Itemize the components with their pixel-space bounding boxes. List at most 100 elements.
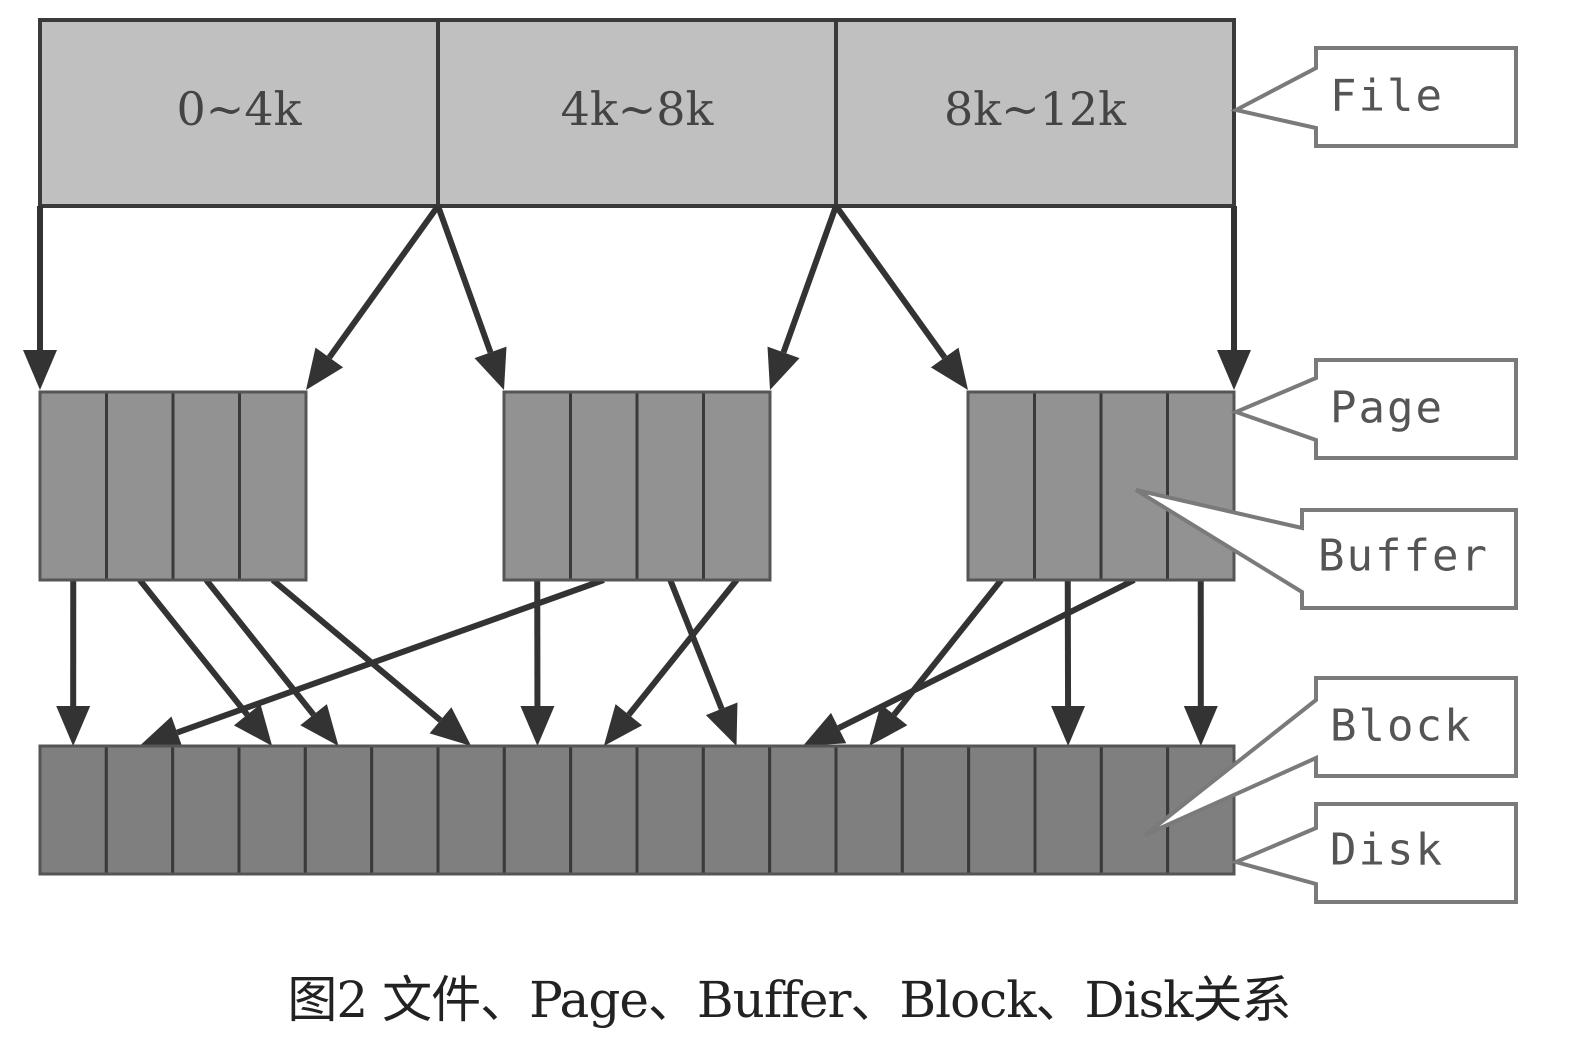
- callout-labels: File Page Buffer Block Disk: [1134, 46, 1518, 904]
- buffer-cell: [1099, 390, 1169, 582]
- arrow-head: [139, 716, 183, 749]
- callout-disk-label: Disk: [1330, 825, 1444, 876]
- arrow-shaft: [137, 578, 250, 717]
- disk-block: [834, 744, 904, 876]
- callout-page-label: Page: [1330, 383, 1444, 434]
- arrow-shaft: [326, 204, 441, 360]
- arrow-head: [233, 704, 273, 746]
- page-outline: [966, 390, 1236, 582]
- disk-block: [38, 744, 108, 876]
- arrow-head: [23, 350, 57, 390]
- mapping-arrow: [802, 577, 1136, 746]
- arrow-shaft: [270, 577, 443, 723]
- arrow-head: [520, 705, 555, 746]
- mapping-arrow: [1217, 206, 1251, 390]
- buffer-cell: [702, 390, 772, 582]
- page-block: [966, 390, 1236, 582]
- buffer-cell: [569, 390, 639, 582]
- mapping-arrow: [137, 578, 273, 746]
- file-segment-label: 4k~8k: [561, 82, 715, 136]
- mapping-arrow: [869, 578, 1004, 746]
- mapping-arrow: [1183, 579, 1218, 746]
- mapping-arrow: [23, 206, 57, 390]
- buffer-cell: [38, 390, 108, 582]
- arrow-head: [306, 347, 344, 390]
- arrow-shaft: [833, 204, 948, 360]
- disk-block: [768, 744, 838, 876]
- callout-file-label: File: [1330, 71, 1444, 122]
- disk-block: [1099, 744, 1170, 876]
- buffer-cell: [635, 390, 705, 582]
- buffer-cell: [1033, 390, 1103, 582]
- disk-block: [104, 744, 175, 876]
- mapping-arrow: [306, 204, 441, 390]
- arrow-head: [930, 347, 968, 390]
- arrow-head: [429, 707, 472, 746]
- mapping-arrow: [603, 578, 740, 746]
- mapping-arrow: [767, 204, 839, 390]
- arrow-head: [802, 712, 847, 746]
- arrow-shaft: [626, 578, 740, 717]
- disk-outline: [38, 744, 1236, 876]
- mapping-arrow: [139, 577, 605, 749]
- buffer-cell: [105, 390, 175, 582]
- disk-block: [303, 744, 374, 876]
- arrow-head: [767, 346, 800, 390]
- mapping-arrow: [833, 204, 968, 390]
- disk-block: [237, 744, 307, 876]
- figure-caption: 图2 文件、Page、Buffer、Block、Disk关系: [287, 971, 1291, 1029]
- buffer-cell: [966, 390, 1036, 582]
- disk-block: [436, 744, 506, 876]
- file-segment: [436, 18, 838, 208]
- arrow-head: [1217, 350, 1251, 390]
- disk-block: [900, 744, 971, 876]
- arrow-head: [474, 346, 507, 390]
- page-block: [38, 390, 308, 582]
- callout-file: File: [1230, 46, 1518, 148]
- callout-buffer: Buffer: [1134, 488, 1518, 610]
- disk-block: [370, 744, 440, 876]
- arrow-head: [869, 704, 908, 746]
- disk-block: [701, 744, 772, 876]
- mapping-arrow: [270, 577, 472, 746]
- arrow-shaft: [837, 577, 1136, 731]
- arrow-head: [705, 702, 738, 746]
- arrow-head: [603, 704, 643, 746]
- buffer-cell: [1166, 390, 1236, 582]
- arrow-shaft: [667, 578, 725, 710]
- disk-block: [1033, 744, 1103, 876]
- callout-block: Block: [1143, 676, 1518, 837]
- file-segment: [38, 18, 440, 208]
- file-segment-label: 0~4k: [177, 82, 303, 136]
- arrow-head: [300, 704, 339, 746]
- disk-bar: [38, 744, 1236, 876]
- callout-buffer-label: Buffer: [1318, 531, 1489, 582]
- arrow-head: [1051, 705, 1086, 746]
- mapping-arrow: [435, 204, 507, 390]
- page-outline: [38, 390, 308, 582]
- arrow-shaft: [780, 204, 839, 354]
- disk-block: [967, 744, 1037, 876]
- file-segment-label: 8k~12k: [944, 82, 1127, 136]
- file-bar: 0~4k 4k~8k 8k~12k: [38, 18, 1236, 208]
- callout-block-label: Block: [1330, 701, 1472, 752]
- page-outline: [502, 390, 772, 582]
- disk-block: [171, 744, 241, 876]
- mapping-arrow: [667, 578, 738, 746]
- page-block: [502, 390, 772, 582]
- disk-block: [635, 744, 705, 876]
- arrow-head: [56, 705, 91, 746]
- buffer-cell: [238, 390, 308, 582]
- file-segment: [834, 18, 1236, 208]
- mapping-arrow: [56, 579, 91, 746]
- arrow-shaft: [176, 577, 605, 736]
- callout-page: Page: [1230, 358, 1518, 460]
- mapping-arrow: [203, 578, 339, 746]
- disk-block: [569, 744, 639, 876]
- buffer-cell: [502, 390, 572, 582]
- mapping-arrow: [1051, 579, 1086, 746]
- callout-disk: Disk: [1229, 802, 1518, 904]
- mapping-arrows: [23, 204, 1251, 749]
- arrow-head: [1183, 705, 1218, 746]
